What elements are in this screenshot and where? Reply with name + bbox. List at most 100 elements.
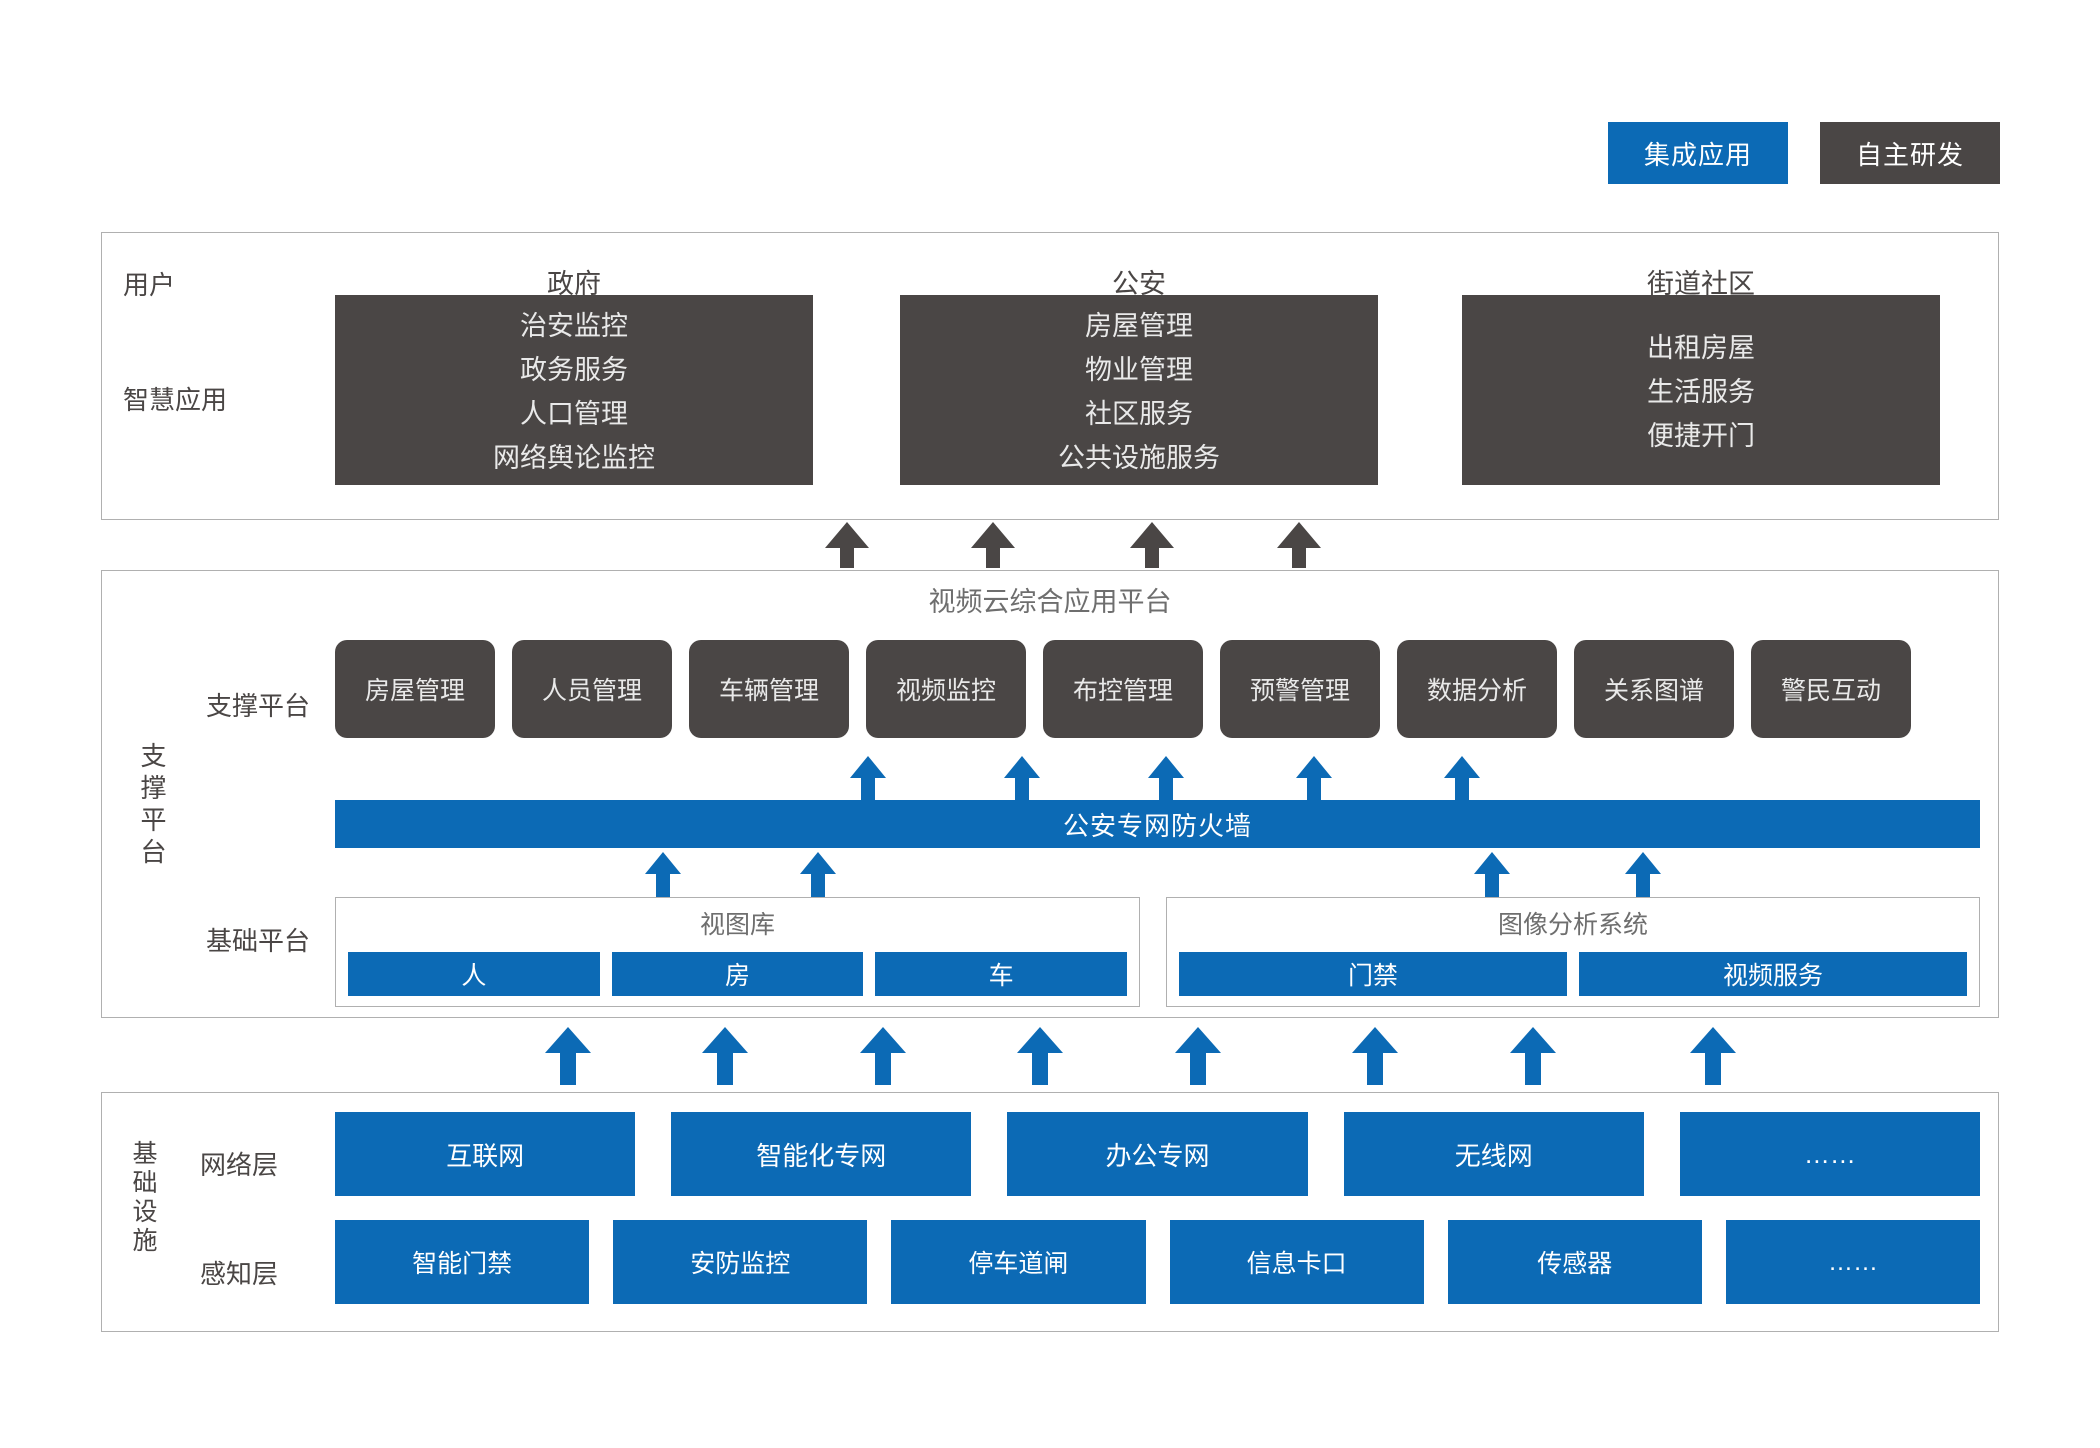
arrow-up-icon xyxy=(1352,1027,1398,1085)
application-item: 治安监控 xyxy=(520,311,628,341)
platform-vertical-label: 支撑平台 xyxy=(137,742,167,870)
base-chip-label: 视频服务 xyxy=(1722,962,1823,990)
arrow-up-icon xyxy=(800,852,836,900)
legend-label: 集成应用 xyxy=(1643,139,1752,170)
row-label-perception-layer: 感知层 xyxy=(200,1259,279,1289)
base-group-items: 门禁 视频服务 xyxy=(1179,952,1967,996)
module-label: 车辆管理 xyxy=(718,677,819,705)
support-module-vehicle-management[interactable]: 车辆管理 xyxy=(689,640,849,738)
legend-item-integrated-application: 集成应用 xyxy=(1608,122,1788,184)
infrastructure-vertical-label: 基础设施 xyxy=(129,1140,157,1256)
firewall-label: 公安专网防火墙 xyxy=(1062,810,1252,841)
application-item: 房屋管理 xyxy=(1085,311,1193,341)
module-label: 警民互动 xyxy=(1780,677,1881,705)
arrow-up-icon xyxy=(971,522,1015,568)
arrow-up-icon xyxy=(1474,852,1510,900)
module-label: 布控管理 xyxy=(1072,677,1173,705)
network-chip-label: 智能化专网 xyxy=(756,1140,887,1171)
perception-chip-more[interactable]: …… xyxy=(1725,1220,1981,1304)
base-chip-access-control[interactable]: 门禁 xyxy=(1179,952,1567,996)
base-group-title: 视图库 xyxy=(699,911,775,939)
network-chip-label: …… xyxy=(1803,1138,1856,1169)
arrow-up-icon xyxy=(850,756,886,800)
base-chip-video-service[interactable]: 视频服务 xyxy=(1579,952,1967,996)
arrow-up-icon xyxy=(1277,522,1321,568)
base-group-items: 人 房 车 xyxy=(348,952,1128,996)
arrow-up-icon xyxy=(1625,852,1661,900)
base-chip-label: 门禁 xyxy=(1347,962,1398,990)
support-module-early-warning[interactable]: 预警管理 xyxy=(1220,640,1380,738)
application-item: 物业管理 xyxy=(1085,355,1193,385)
base-chip-label: 人 xyxy=(461,962,487,990)
base-chip-label: 房 xyxy=(725,962,751,990)
network-chip-internet[interactable]: 互联网 xyxy=(335,1112,636,1196)
network-chip-label: 办公专网 xyxy=(1105,1140,1210,1171)
row-label-network-layer: 网络层 xyxy=(200,1150,279,1180)
network-chip-wireless-network[interactable]: 无线网 xyxy=(1343,1112,1644,1196)
network-chip-more[interactable]: …… xyxy=(1679,1112,1981,1196)
application-item: 公共设施服务 xyxy=(1058,443,1220,473)
perception-chip-parking-barrier[interactable]: 停车道闸 xyxy=(891,1220,1146,1304)
arrow-up-icon xyxy=(545,1027,591,1085)
arrow-up-icon xyxy=(1175,1027,1221,1085)
support-module-relationship-graph[interactable]: 关系图谱 xyxy=(1574,640,1734,738)
perception-chip-label: 智能门禁 xyxy=(412,1250,513,1278)
arrow-up-icon xyxy=(1148,756,1184,800)
support-module-deployment-control[interactable]: 布控管理 xyxy=(1043,640,1203,738)
application-item: 生活服务 xyxy=(1647,377,1755,407)
application-item: 人口管理 xyxy=(520,399,628,429)
module-label: 预警管理 xyxy=(1249,677,1350,705)
column-title-street-community: 街道社区 xyxy=(1647,269,1755,299)
base-chip-person[interactable]: 人 xyxy=(348,952,600,996)
arrow-up-icon xyxy=(1296,756,1332,800)
support-module-data-analysis[interactable]: 数据分析 xyxy=(1397,640,1557,738)
arrow-up-icon xyxy=(1690,1027,1736,1085)
column-title-government: 政府 xyxy=(547,269,601,299)
network-chip-label: 无线网 xyxy=(1454,1140,1533,1171)
support-module-house-management[interactable]: 房屋管理 xyxy=(335,640,495,738)
application-item: 社区服务 xyxy=(1085,399,1193,429)
arrow-up-icon xyxy=(825,522,869,568)
network-layer-row: 互联网 智能化专网 办公专网 无线网 …… xyxy=(335,1112,1981,1196)
module-label: 关系图谱 xyxy=(1603,677,1704,705)
row-label-base-platform: 基础平台 xyxy=(206,926,311,956)
arrow-up-icon xyxy=(645,852,681,900)
row-label-support-platform: 支撑平台 xyxy=(206,691,311,721)
base-group-title: 图像分析系统 xyxy=(1497,911,1648,939)
base-chip-label: 车 xyxy=(988,962,1014,990)
arrow-up-icon xyxy=(860,1027,906,1085)
support-module-row: 房屋管理 人员管理 车辆管理 视频监控 布控管理 预警管理 数据分析 关系图谱 … xyxy=(335,640,1980,738)
perception-chip-information-checkpoint[interactable]: 信息卡口 xyxy=(1169,1220,1424,1304)
module-label: 人员管理 xyxy=(541,677,642,705)
legend: 集成应用 自主研发 xyxy=(1608,122,2000,184)
support-module-personnel-management[interactable]: 人员管理 xyxy=(512,640,672,738)
perception-chip-label: 停车道闸 xyxy=(968,1250,1069,1278)
support-module-police-public-interaction[interactable]: 警民互动 xyxy=(1751,640,1911,738)
application-box-public-security: 房屋管理 物业管理 社区服务 公共设施服务 xyxy=(900,295,1378,485)
arrow-up-icon xyxy=(702,1027,748,1085)
network-chip-office-private-network[interactable]: 办公专网 xyxy=(1007,1112,1308,1196)
base-chip-house[interactable]: 房 xyxy=(611,952,864,996)
base-group-image-analysis-system: 图像分析系统 门禁 视频服务 xyxy=(1166,897,1980,1007)
application-box-government: 治安监控 政务服务 人口管理 网络舆论监控 xyxy=(335,295,813,485)
application-item: 便捷开门 xyxy=(1647,421,1755,451)
row-label-smart-application: 智慧应用 xyxy=(123,385,228,415)
support-module-video-surveillance[interactable]: 视频监控 xyxy=(866,640,1026,738)
firewall-bar: 公安专网防火墙 xyxy=(335,800,1980,848)
arrow-up-icon xyxy=(1130,522,1174,568)
perception-chip-security-surveillance[interactable]: 安防监控 xyxy=(613,1220,868,1304)
platform-title: 视频云综合应用平台 xyxy=(928,587,1172,617)
network-chip-intelligent-private-network[interactable]: 智能化专网 xyxy=(671,1112,972,1196)
application-item: 政务服务 xyxy=(520,355,628,385)
perception-chip-sensor[interactable]: 传感器 xyxy=(1447,1220,1702,1304)
legend-label: 自主研发 xyxy=(1855,139,1964,170)
arrow-up-icon xyxy=(1004,756,1040,800)
base-chip-vehicle[interactable]: 车 xyxy=(875,952,1128,996)
module-label: 数据分析 xyxy=(1426,677,1527,705)
application-box-street-community: 出租房屋 生活服务 便捷开门 xyxy=(1462,295,1940,485)
perception-chip-smart-access-control[interactable]: 智能门禁 xyxy=(335,1220,590,1304)
module-label: 视频监控 xyxy=(895,677,996,705)
perception-chip-label: 信息卡口 xyxy=(1246,1250,1347,1278)
perception-chip-label: 传感器 xyxy=(1537,1250,1613,1278)
